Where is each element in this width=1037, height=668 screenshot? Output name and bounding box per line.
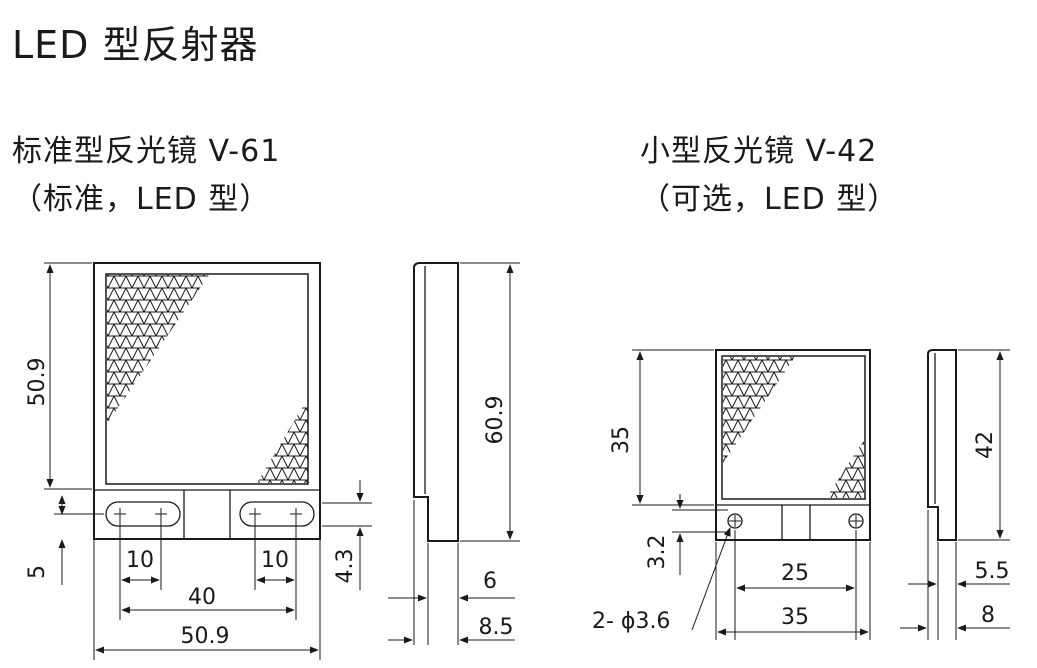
v61-side-view: [413, 262, 459, 542]
v42-depth-total-label: 8: [981, 603, 995, 628]
v42-right-hole: [848, 513, 864, 529]
v42-dimension-labels: 35 3.2 25 35 2- ϕ3.6 42 5.5 8: [592, 426, 1010, 634]
v42-height-label: 35: [609, 426, 634, 454]
v61-width-label: 50.9: [181, 624, 230, 649]
v61-depth-total-label: 8.5: [479, 615, 514, 640]
v61-hole-width-label: 10: [126, 548, 154, 573]
left-heading: 标准型反光镜 V-61: [12, 134, 281, 169]
v42-side-height-label: 42: [973, 431, 998, 459]
v42-left-hole: [727, 513, 743, 529]
v42-front-view: [715, 349, 871, 541]
v61-hatch-bottom: [257, 398, 308, 483]
v42-hatch-top: [723, 357, 795, 463]
v61-hatch-top: [107, 275, 209, 424]
v61-height-label: 50.9: [25, 358, 50, 407]
v42-width-label: 35: [781, 605, 809, 630]
v42-offset-label: 3.2: [645, 535, 670, 570]
v61-front-view: [93, 262, 321, 540]
page-title: LED 型反射器: [12, 23, 259, 67]
v61-right-slot: [239, 501, 315, 527]
right-heading: 小型反光镜 V-42: [640, 134, 878, 169]
v61-left-slot: [105, 501, 181, 527]
v42-pitch-label: 25: [781, 561, 809, 586]
v61-dimension-labels: 50.9 5 10 10 40 50.9 4.3 60.9 6 8.5: [25, 358, 514, 649]
v61-slot-height-label: 4.3: [333, 549, 358, 584]
v42-hatch-bottom: [826, 440, 864, 498]
v61-offset-label: 5: [25, 565, 50, 579]
left-note: （标准，LED 型）: [12, 182, 271, 217]
v42-holes-label: 2- ϕ3.6: [592, 609, 670, 634]
v61-side-height-label: 60.9: [483, 396, 508, 445]
v61-depth-label: 6: [483, 569, 497, 594]
right-note: （可选，LED 型）: [640, 182, 899, 217]
v42-depth-label: 5.5: [975, 559, 1010, 584]
v61-hole-width-label-2: 10: [261, 548, 289, 573]
v61-pitch-label: 40: [188, 585, 216, 610]
v42-side-view: [927, 349, 957, 541]
